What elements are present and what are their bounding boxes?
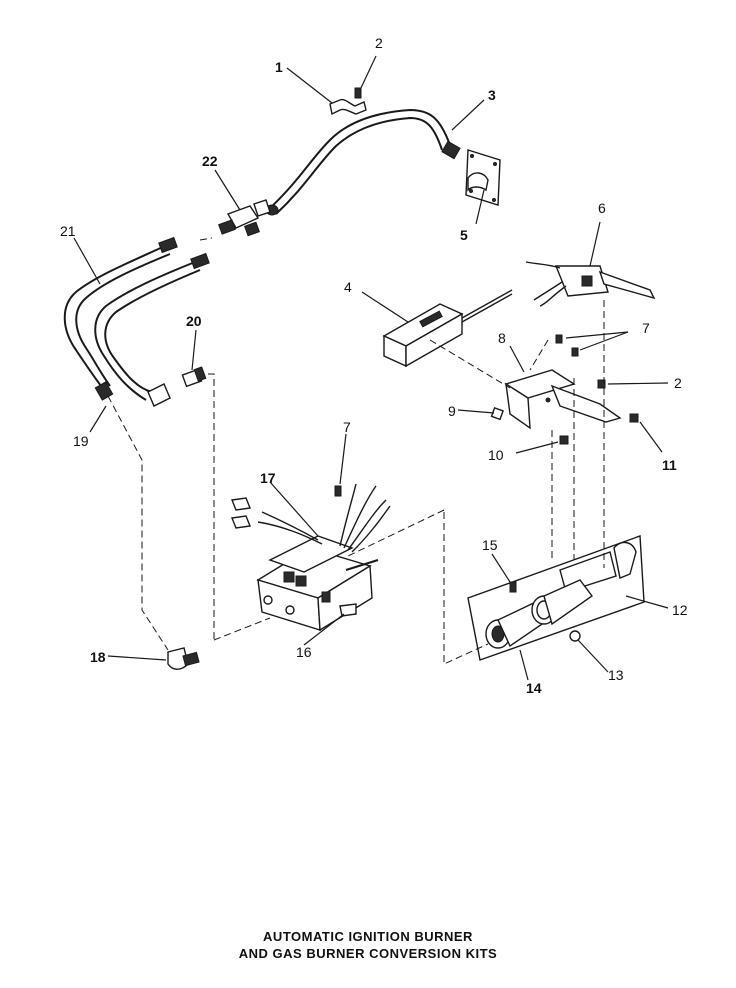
bracket-part-16	[339, 603, 357, 617]
burner-tube-part-14	[485, 579, 593, 649]
nut-part-13	[569, 630, 581, 642]
callout-21: 21	[60, 223, 76, 239]
callout-18: 18	[90, 649, 106, 665]
callout-6: 6	[598, 200, 606, 216]
callout-12: 12	[672, 602, 688, 618]
screw-part-2-top	[354, 87, 362, 99]
bracket-plate-part-5	[465, 149, 501, 206]
callout-22: 22	[202, 153, 218, 169]
callout-1: 1	[275, 59, 283, 75]
screw-part-2-right	[597, 379, 606, 389]
callout-2-top: 2	[375, 35, 383, 51]
callout-5: 5	[460, 227, 468, 243]
callout-7-valve: 7	[343, 419, 351, 435]
leader-lines	[73, 55, 669, 681]
elbow-fitting-part-18	[167, 647, 200, 670]
callout-15: 15	[482, 537, 498, 553]
screw-part-7-a	[555, 334, 563, 344]
screw-part-7-b	[571, 347, 579, 357]
tube-part-19	[94, 252, 210, 407]
gas-valve-part-17	[231, 483, 391, 632]
callout-2-right: 2	[674, 375, 682, 391]
caption-line-1: AUTOMATIC IGNITION BURNER	[263, 929, 473, 944]
alignment-lines	[107, 237, 605, 665]
screw-part-15	[509, 581, 517, 593]
clamp-part-1	[329, 98, 367, 116]
callout-16: 16	[296, 644, 312, 660]
bracket-part-8	[504, 369, 622, 430]
switch-part-6	[525, 261, 656, 307]
screw-part-10	[559, 435, 569, 445]
diagram-caption: AUTOMATIC IGNITION BURNER AND GAS BURNER…	[0, 928, 736, 962]
callout-labels: 1 2 3 22 5 21 6 4 20 7 8 2 9 19 10 11 7 …	[60, 35, 688, 696]
callout-8: 8	[498, 330, 506, 346]
callout-10: 10	[488, 447, 504, 463]
gas-tube-part-3	[265, 108, 461, 216]
igniter-part-4	[382, 289, 513, 368]
callout-11: 11	[662, 457, 677, 473]
callout-20: 20	[186, 313, 202, 329]
callout-14: 14	[526, 680, 542, 696]
screw-part-7-valve	[334, 485, 342, 497]
callout-17: 17	[260, 470, 276, 486]
callout-3: 3	[488, 87, 496, 103]
screw-part-11	[629, 413, 639, 423]
callout-7-right: 7	[642, 320, 650, 336]
connector-part-20	[181, 366, 207, 388]
fitting-part-22	[218, 199, 271, 237]
caption-line-2: AND GAS BURNER CONVERSION KITS	[238, 946, 498, 961]
nut-part-9	[490, 406, 504, 421]
callout-9: 9	[448, 403, 456, 419]
tube-part-21	[63, 236, 178, 391]
callout-13: 13	[608, 667, 624, 683]
callout-4: 4	[344, 279, 352, 295]
callout-19: 19	[73, 433, 89, 449]
